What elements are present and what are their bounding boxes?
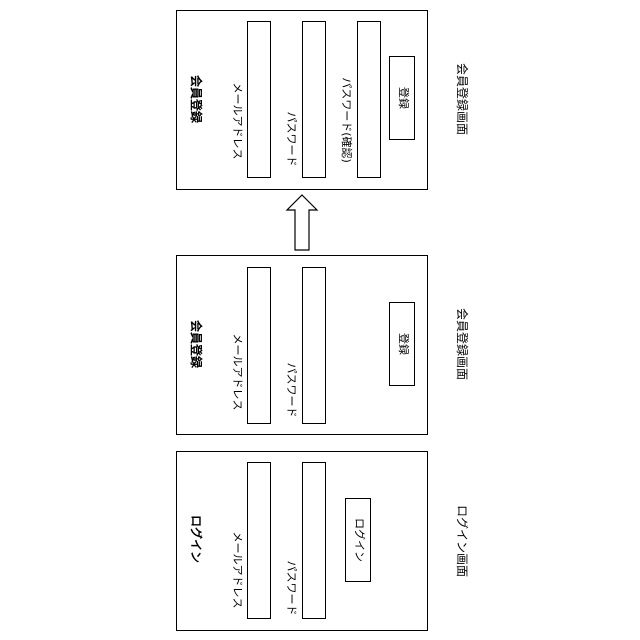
login-email-field[interactable] xyxy=(247,462,271,619)
up-arrow-icon xyxy=(284,194,320,252)
register-confirm-caption: 会員登録画面 xyxy=(454,54,468,144)
register-confirm-password-confirm-field[interactable] xyxy=(357,21,381,178)
register-email-label: メールアドレス xyxy=(231,324,243,420)
register-confirm-password-confirm-label: パスワード(確認) xyxy=(340,65,352,175)
register-title: 会員登録 xyxy=(188,314,202,374)
register-caption: 会員登録画面 xyxy=(454,299,468,389)
login-title: ログイン xyxy=(188,509,202,569)
login-password-label: パスワード xyxy=(285,553,297,623)
register-confirm-email-field[interactable] xyxy=(247,21,271,178)
register-confirm-email-label: メールアドレス xyxy=(231,73,243,169)
register-email-field[interactable] xyxy=(247,267,271,424)
register-confirm-password-field[interactable] xyxy=(302,21,326,178)
register-password-field[interactable] xyxy=(302,267,326,424)
register-submit-label: 登録 xyxy=(395,324,409,364)
register-password-label: パスワード xyxy=(285,355,297,425)
login-password-field[interactable] xyxy=(302,462,326,619)
register-confirm-title: 会員登録 xyxy=(188,69,202,129)
login-email-label: メールアドレス xyxy=(231,522,243,618)
register-confirm-submit-label: 登録 xyxy=(395,78,409,118)
login-submit-label: ログイン xyxy=(351,515,365,565)
login-caption: ログイン画面 xyxy=(454,501,468,581)
register-confirm-password-label: パスワード xyxy=(285,104,297,174)
